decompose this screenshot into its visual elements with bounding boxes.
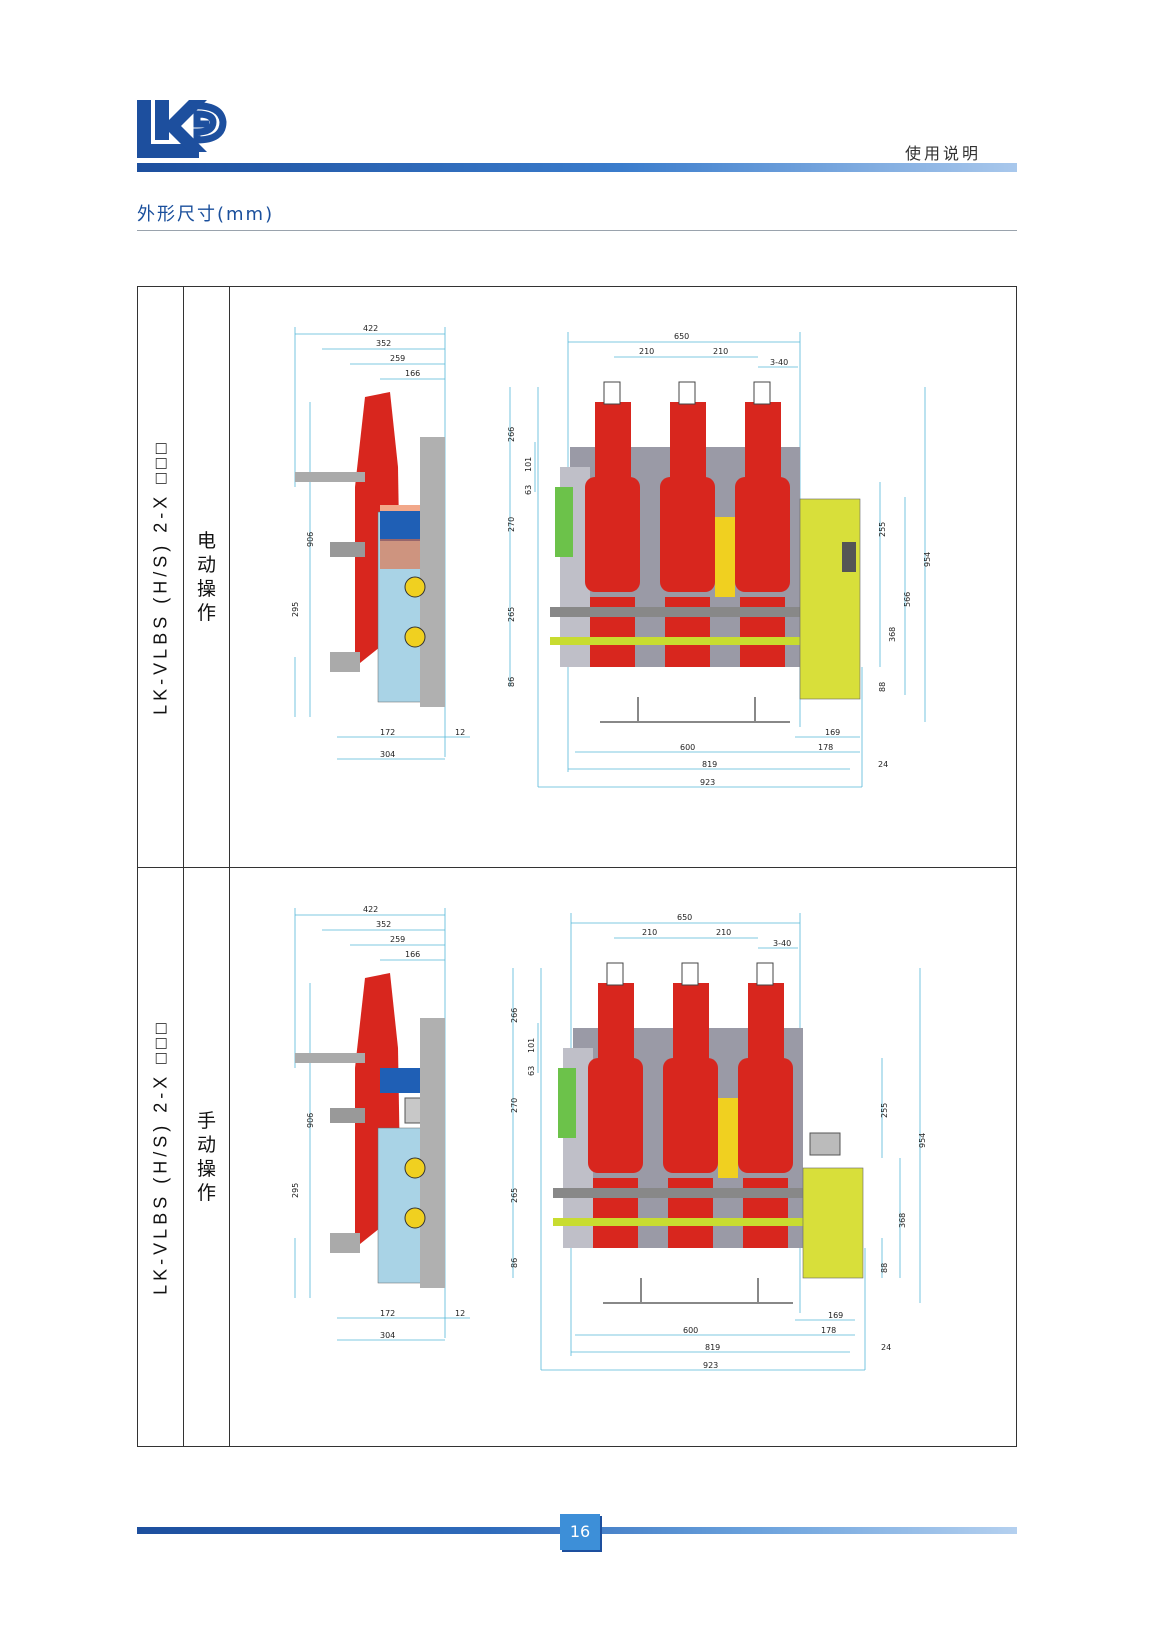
svg-text:266: 266: [510, 1008, 519, 1023]
svg-text:368: 368: [898, 1213, 907, 1228]
page-number: 16: [560, 1514, 600, 1550]
svg-text:566: 566: [903, 592, 912, 607]
operation-label: 电动操作: [196, 530, 216, 624]
svg-text:650: 650: [677, 913, 692, 922]
svg-text:295: 295: [291, 602, 300, 617]
svg-text:259: 259: [390, 935, 405, 944]
svg-text:255: 255: [880, 1103, 889, 1118]
svg-text:255: 255: [878, 522, 887, 537]
svg-text:88: 88: [878, 682, 887, 692]
svg-text:923: 923: [703, 1361, 718, 1370]
svg-text:210: 210: [642, 928, 657, 937]
title-divider: [137, 230, 1017, 231]
dimension-drawing-electric: 422 352 259 166 906 295 172 12 304: [230, 287, 1016, 867]
model-label: LK-VLBS (H/S) 2-X □□□: [150, 1019, 170, 1295]
side-view-drawing: 422 352 259 166 906 295 172 12 304: [291, 905, 470, 1341]
front-view-drawing: 650 210 210 3-40 266 101 63 270 265 86 2…: [510, 913, 927, 1371]
svg-text:101: 101: [527, 1038, 536, 1053]
svg-text:3-40: 3-40: [773, 939, 791, 948]
table-row: LK-VLBS (H/S) 2-X □□□ 电动操作: [138, 287, 1016, 868]
svg-text:24: 24: [881, 1343, 891, 1352]
svg-text:270: 270: [510, 1098, 519, 1113]
operation-label: 手动操作: [196, 1110, 216, 1204]
svg-text:368: 368: [888, 627, 897, 642]
svg-text:265: 265: [507, 607, 516, 622]
svg-text:259: 259: [390, 354, 405, 363]
svg-text:954: 954: [923, 552, 932, 567]
svg-text:352: 352: [376, 339, 391, 348]
model-cell: LK-VLBS (H/S) 2-X □□□: [138, 868, 184, 1446]
model-cell: LK-VLBS (H/S) 2-X □□□: [138, 287, 184, 867]
company-logo: [137, 100, 227, 162]
svg-text:86: 86: [510, 1258, 519, 1268]
svg-text:210: 210: [716, 928, 731, 937]
svg-text:166: 166: [405, 950, 420, 959]
svg-text:63: 63: [527, 1066, 536, 1076]
svg-text:954: 954: [918, 1133, 927, 1148]
svg-text:12: 12: [455, 728, 465, 737]
model-label: LK-VLBS (H/S) 2-X □□□: [150, 439, 170, 715]
dimension-table: LK-VLBS (H/S) 2-X □□□ 电动操作: [137, 286, 1017, 1447]
svg-text:265: 265: [510, 1188, 519, 1203]
svg-text:178: 178: [818, 743, 833, 752]
svg-text:600: 600: [680, 743, 695, 752]
header-bar: [137, 163, 1017, 172]
svg-text:304: 304: [380, 750, 395, 759]
svg-text:172: 172: [380, 728, 395, 737]
table-row: LK-VLBS (H/S) 2-X □□□ 手动操作: [138, 868, 1016, 1446]
svg-text:210: 210: [713, 347, 728, 356]
svg-text:210: 210: [639, 347, 654, 356]
svg-text:819: 819: [705, 1343, 720, 1352]
side-view-drawing: 422 352 259 166 906 295 172 12 304: [291, 324, 470, 760]
svg-text:166: 166: [405, 369, 420, 378]
front-view-drawing: 650 210 210 3-40 266 101 63 270 265 86 2…: [507, 332, 932, 788]
svg-text:86: 86: [507, 677, 516, 687]
svg-text:169: 169: [828, 1311, 843, 1320]
svg-text:304: 304: [380, 1331, 395, 1340]
svg-text:270: 270: [507, 517, 516, 532]
svg-text:266: 266: [507, 427, 516, 442]
svg-text:172: 172: [380, 1309, 395, 1318]
svg-text:63: 63: [524, 485, 533, 495]
svg-text:422: 422: [363, 905, 378, 914]
operation-cell: 手动操作: [184, 868, 230, 1446]
svg-text:600: 600: [683, 1326, 698, 1335]
svg-text:352: 352: [376, 920, 391, 929]
svg-text:12: 12: [455, 1309, 465, 1318]
svg-text:169: 169: [825, 728, 840, 737]
svg-text:3-40: 3-40: [770, 358, 788, 367]
dimension-drawing-manual: 422 352 259 166 906 295 172 12 304: [230, 868, 1016, 1446]
svg-text:88: 88: [880, 1263, 889, 1273]
svg-text:650: 650: [674, 332, 689, 341]
doc-label: 使用说明: [904, 144, 981, 163]
svg-text:906: 906: [306, 532, 315, 547]
section-title: 外形尺寸(mm): [137, 204, 275, 225]
svg-text:906: 906: [306, 1113, 315, 1128]
svg-text:295: 295: [291, 1183, 300, 1198]
svg-text:101: 101: [524, 457, 533, 472]
svg-text:923: 923: [700, 778, 715, 787]
svg-text:422: 422: [363, 324, 378, 333]
svg-text:24: 24: [878, 760, 888, 769]
svg-text:178: 178: [821, 1326, 836, 1335]
operation-cell: 电动操作: [184, 287, 230, 867]
svg-text:819: 819: [702, 760, 717, 769]
